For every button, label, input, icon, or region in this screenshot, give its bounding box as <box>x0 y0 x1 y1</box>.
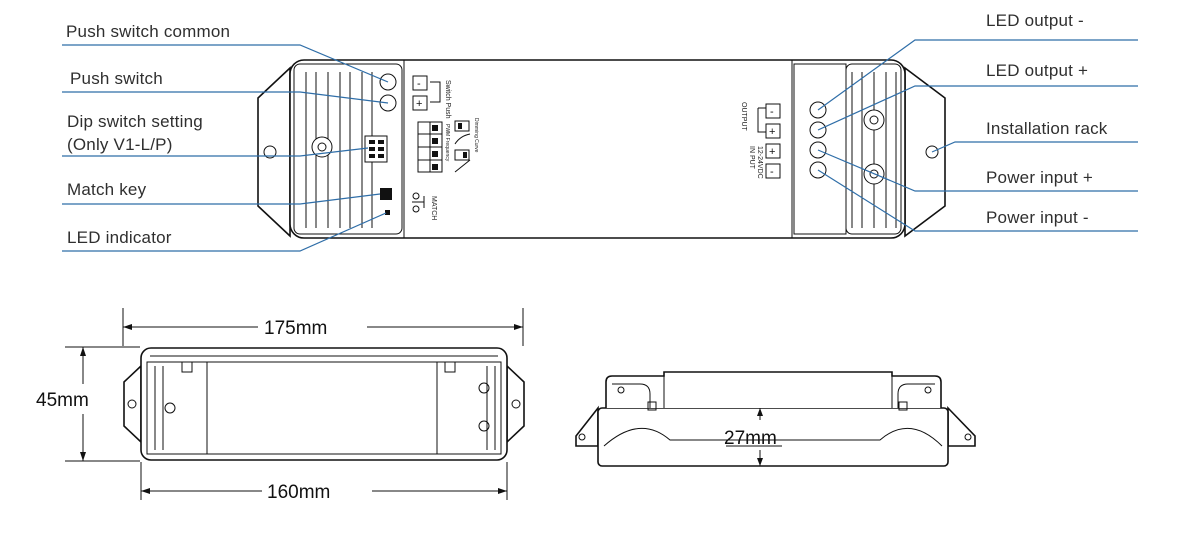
match-key[interactable] <box>380 188 392 200</box>
output-bracket <box>757 107 766 133</box>
dip-4 <box>378 140 384 144</box>
pwm-frequency-label: PWM Frequency <box>444 124 450 162</box>
output-plus-box <box>765 123 781 139</box>
callout-power-input-plus: Power input + <box>986 168 1093 187</box>
right-ribs <box>851 72 897 228</box>
callout-power-input-minus: Power input - <box>986 208 1089 227</box>
callout-led-indicator: LED indicator <box>67 228 172 247</box>
switch-minus-box <box>412 75 428 91</box>
callout-dip-switch: Dip switch setting <box>67 112 203 131</box>
pwm-switch-grid <box>417 121 443 173</box>
switch-push-label: Switch Push <box>444 80 451 119</box>
curve-switch-2 <box>454 149 470 161</box>
input-minus-box <box>765 163 781 179</box>
output-minus-sign: - <box>770 106 774 118</box>
left-screw <box>311 136 333 158</box>
callouts-right: LED output - LED output + Installation r… <box>817 11 1138 232</box>
callout-led-output-plus: LED output + <box>986 61 1088 80</box>
callout-match-key: Match key <box>67 180 147 199</box>
callout-led-output-minus: LED output - <box>986 11 1084 30</box>
led-indicator <box>385 210 390 215</box>
callout-installation-rack: Installation rack <box>986 119 1108 138</box>
input-voltage-label: 12-24VDC <box>756 146 763 179</box>
curve-symbol-1 <box>454 133 471 145</box>
top-view: - + Switch Push PWM Frequency Dimming Cu… <box>257 59 946 239</box>
right-end-block <box>845 63 902 235</box>
left-ear-slot <box>263 145 277 159</box>
switch-plus-sign: + <box>416 98 422 110</box>
output-plus-sign: + <box>769 126 775 138</box>
callouts-left: Push switch common Push switch Dip switc… <box>62 22 389 252</box>
dip-2 <box>369 147 375 151</box>
dim-height-27: 27mm <box>724 428 777 449</box>
switch-minus-sign: - <box>417 78 421 90</box>
dim-width-45: 45mm <box>36 390 89 411</box>
dim-length-175: 175mm <box>264 318 327 339</box>
switch-symbol <box>430 81 441 103</box>
output-label: OUTPUT <box>740 102 747 132</box>
switch-plus-box <box>412 95 428 111</box>
dip-3 <box>369 154 375 158</box>
left-mounting-ear <box>257 66 291 238</box>
callout-dip-switch-note: (Only V1-L/P) <box>67 135 173 154</box>
label-panel <box>403 59 793 239</box>
input-minus-sign: - <box>770 166 774 178</box>
dimension-view-top: 175mm 160mm 45mm <box>36 308 525 503</box>
dip-6 <box>378 154 384 158</box>
right-screw-top <box>863 109 885 131</box>
dip-5 <box>378 147 384 151</box>
dip-1 <box>369 140 375 144</box>
input-plus-box <box>765 143 781 159</box>
dim-mount-160: 160mm <box>267 482 330 503</box>
left-end-block <box>293 63 403 235</box>
output-minus-box <box>765 103 781 119</box>
right-ear-slot <box>925 145 939 159</box>
callout-push-switch: Push switch <box>70 69 163 88</box>
callout-push-switch-common: Push switch common <box>66 22 230 41</box>
match-label: MATCH <box>430 196 437 220</box>
dimming-curve-label: Dimming Curve <box>473 118 479 153</box>
right-mounting-ear <box>904 66 946 238</box>
left-screw-inner <box>317 142 327 152</box>
input-label: IN PUT <box>748 146 755 170</box>
match-symbol-bottom <box>412 205 420 213</box>
input-plus-sign: + <box>769 146 775 158</box>
match-symbol-top <box>412 192 420 200</box>
dimension-view-side: 27mm <box>575 371 976 467</box>
curve-symbol-2 <box>454 159 471 173</box>
